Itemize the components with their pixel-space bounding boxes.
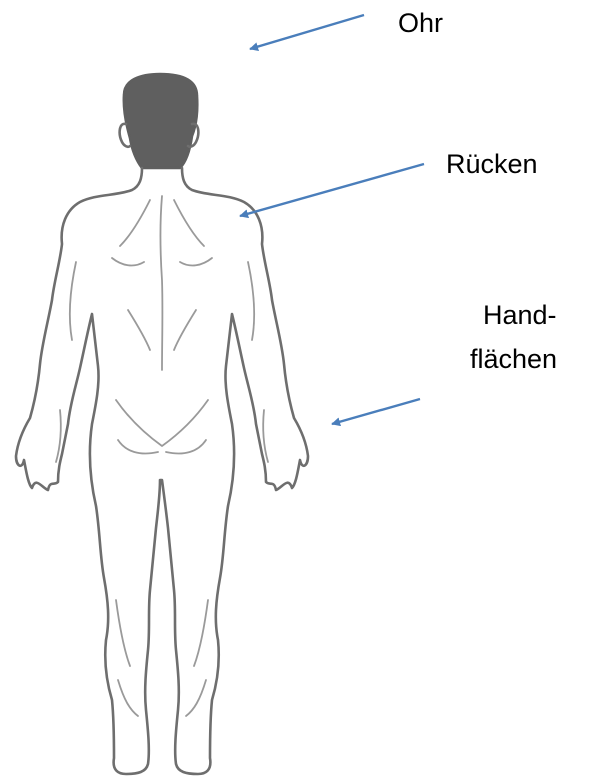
label-ear: Ohr: [398, 6, 443, 40]
human-figure-back-view: [16, 74, 308, 774]
head-hair: [124, 74, 197, 168]
label-back: Rücken: [446, 147, 538, 181]
arrow-ear: [250, 15, 364, 49]
pointer-arrows: [240, 15, 424, 424]
body-outline: [16, 168, 308, 774]
anatomy-lines: [56, 196, 268, 716]
label-palms-line2: flächen: [470, 342, 557, 376]
arrow-palms: [332, 399, 420, 424]
arrow-back: [240, 164, 424, 216]
label-palms-line1: Hand-: [483, 298, 557, 332]
